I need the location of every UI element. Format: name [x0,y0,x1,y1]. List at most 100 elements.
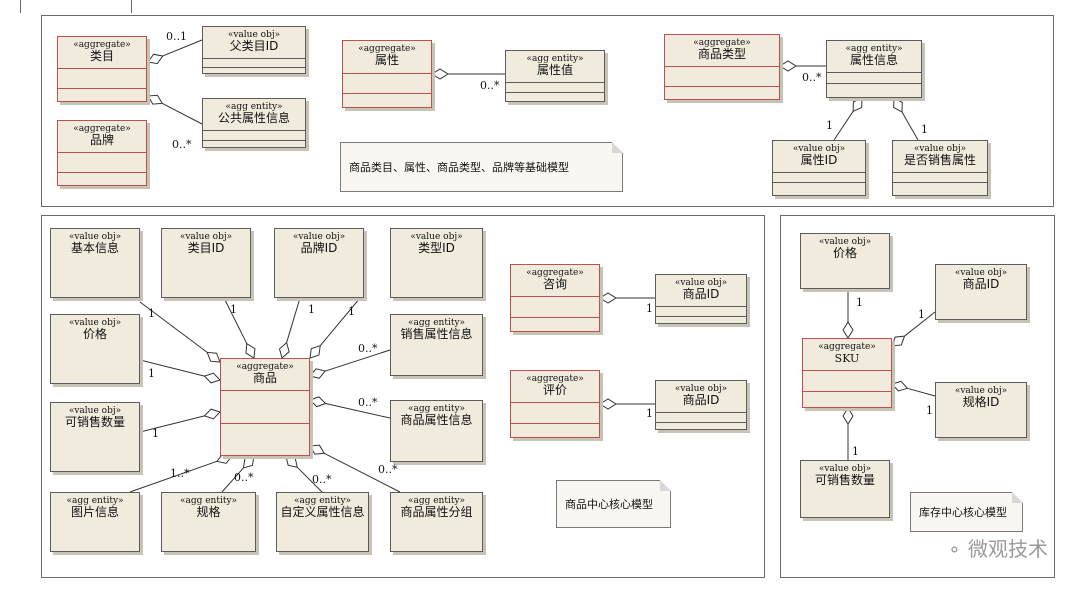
class-attribute-value[interactable]: «agg entity» 属性值 [505,50,605,102]
class-name: 价格 [82,327,107,341]
note-base-model[interactable]: 商品类目、属性、商品类型、品牌等基础模型 [340,142,623,192]
class-consult[interactable]: «aggregate» 咨询 [510,264,600,332]
stereotype-label: «value obj» [227,30,281,40]
multiplicity-label: 0..* [358,396,378,409]
association-line[interactable] [286,297,301,343]
wechat-icon: ⚬ [946,540,962,561]
multiplicity-label: 1 [921,123,928,136]
multiplicity-label: 1 [826,119,833,132]
class-name: 商品 [252,371,277,385]
class-sku-price[interactable]: «value obj» 价格 [800,233,890,289]
class-category-id[interactable]: «value obj» 类目ID [161,228,251,298]
association-line[interactable] [325,349,391,372]
class-attr-info[interactable]: «agg entity» 属性信息 [826,40,922,98]
association-line[interactable] [161,102,203,125]
association-line[interactable] [139,415,205,433]
association-line[interactable] [221,467,244,493]
association-line[interactable] [139,359,205,377]
class-sku[interactable]: «aggregate» SKU [802,338,892,408]
association-line[interactable] [901,111,919,141]
class-is-sales-attr[interactable]: «value obj» 是否销售属性 [892,140,988,196]
class-spec-id[interactable]: «value obj» 规格ID [935,382,1027,438]
class-sku-sellable-qty[interactable]: «value obj» 可销售数量 [800,460,890,518]
class-basic-info[interactable]: «value obj» 基本信息 [50,228,140,298]
multiplicity-label: 1 [926,404,933,417]
stereotype-label: «aggregate» [236,362,294,372]
association-line[interactable] [319,297,361,347]
stereotype-label: «value obj» [674,384,728,394]
class-type-id[interactable]: «value obj» 类型ID [390,228,483,298]
association-line[interactable] [162,39,203,57]
class-spec[interactable]: «agg entity» 规格 [161,492,256,552]
stereotype-label: «value obj» [674,278,728,288]
class-name: 品牌ID [300,241,338,255]
aggregation-diamond-icon [891,380,909,392]
stereotype-label: «value obj» [410,232,463,242]
note-text: 库存中心核心模型 [919,506,1007,519]
aggregation-diamond-icon [309,444,326,455]
association-line[interactable] [223,297,248,344]
multiplicity-label: 0..* [172,138,192,151]
class-custom-attr-info[interactable]: «agg entity» 自定义属性信息 [276,492,369,552]
aggregation-diamond-icon [309,344,321,359]
class-review[interactable]: «aggregate» 评价 [510,370,600,438]
aggregation-diamond-icon [285,455,298,468]
diagram-tab[interactable] [20,0,132,13]
class-name: 可销售数量 [64,415,125,429]
association-line[interactable] [324,452,401,493]
association-line[interactable] [907,387,936,397]
class-product[interactable]: «aggregate» 商品 [220,358,310,456]
association-line[interactable] [139,301,208,353]
class-review-product-id[interactable]: «value obj» 商品ID [655,380,747,430]
multiplicity-label: 1 [152,427,159,440]
stereotype-label: «value obj» [954,268,1008,278]
class-attr-id[interactable]: «value obj» 属性ID [772,140,866,196]
class-name: 可销售数量 [814,473,875,487]
stereotype-label: «value obj» [818,237,872,247]
note-text: 商品中心核心模型 [565,498,653,511]
multiplicity-label: 1 [230,303,237,316]
stereotype-label: «value obj» [292,232,346,242]
class-category[interactable]: «aggregate» 类目 [57,36,147,102]
stereotype-label: «agg entity» [407,496,466,506]
multiplicity-label: 0..* [234,471,254,484]
association-line[interactable] [833,111,854,141]
note-inventory-center[interactable]: 库存中心核心模型 [910,492,1023,532]
class-product-attr-group[interactable]: «agg entity» 商品属性分组 [390,492,483,552]
class-price[interactable]: «value obj» 价格 [50,314,140,384]
class-common-attr-info[interactable]: «agg entity» 公共属性信息 [202,98,306,148]
class-brand[interactable]: «aggregate» 品牌 [57,120,147,186]
aggregation-diamond-icon [852,97,863,113]
association-line[interactable] [325,403,391,419]
note-product-center[interactable]: 商品中心核心模型 [556,480,671,528]
aggregation-diamond-icon [147,94,164,105]
class-sales-attr-info[interactable]: «agg entity» 销售属性信息 [390,314,483,376]
class-parent-category-id[interactable]: «value obj» 父类目ID [202,26,306,74]
class-name: 基本信息 [70,241,119,255]
class-name: 属性值 [536,63,573,77]
class-product-type[interactable]: «aggregate» 商品类型 [664,34,780,100]
aggregation-diamond-icon [842,321,854,339]
class-sku-product-id[interactable]: «value obj» 商品ID [935,264,1027,320]
class-attribute[interactable]: «aggregate» 属性 [342,40,432,108]
class-name: 公共属性信息 [217,111,290,125]
association-line[interactable] [296,466,323,493]
class-name: 商品属性分组 [400,505,473,519]
association-line[interactable] [904,311,936,337]
stereotype-label: «agg entity» [407,318,466,328]
association-line[interactable] [129,460,218,493]
aggregation-diamond-icon [893,97,903,113]
class-product-attr-info[interactable]: «agg entity» 商品属性信息 [390,400,483,462]
stereotype-label: «value obj» [68,406,122,416]
multiplicity-label: 1 [148,307,155,320]
class-brand-id[interactable]: «value obj» 品牌ID [274,228,364,298]
class-name: 商品ID [682,393,720,407]
multiplicity-label: 1 [852,445,859,458]
stereotype-label: «aggregate» [73,124,131,134]
class-image-info[interactable]: «agg entity» 图片信息 [50,492,140,552]
class-consult-product-id[interactable]: «value obj» 商品ID [655,274,747,324]
aggregation-diamond-icon [242,455,255,469]
class-sellable-qty[interactable]: «value obj» 可销售数量 [50,402,140,472]
aggregation-diamond-icon [309,396,327,408]
